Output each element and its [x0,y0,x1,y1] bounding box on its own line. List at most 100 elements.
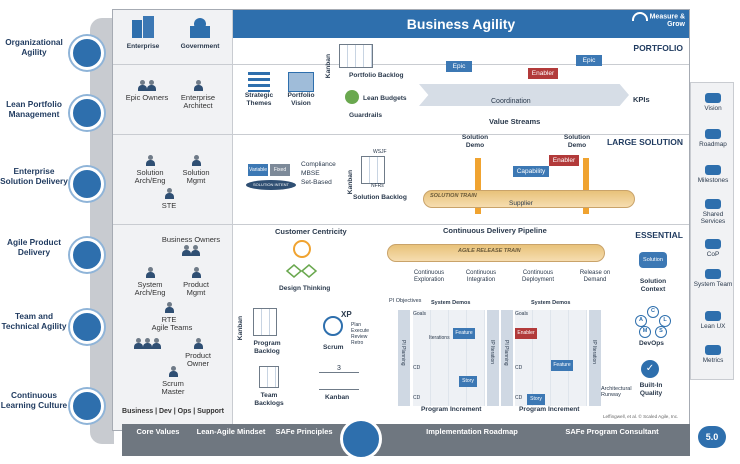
team-gear-icon [70,310,104,344]
divider-portfolio [113,64,689,65]
portfolio-backlog[interactable]: Portfolio Backlog [349,72,404,79]
enterprise-building-icon [132,16,154,38]
competency-continuous-learning-culture[interactable]: Continuous Learning Culture [0,385,110,445]
spanning-roadmap[interactable]: Roadmap [691,129,735,148]
team-backlog-board[interactable] [259,366,279,388]
enabler-tag[interactable]: Enabler [528,68,558,79]
solution-demo-2[interactable]: Solution Demo [563,134,591,149]
lean-agile-leadership-icon [340,418,382,460]
scrum-label[interactable]: Scrum [323,344,344,351]
program-backlog[interactable]: Program Backlog [253,340,281,355]
xp-label[interactable]: XP [341,310,352,319]
roles-column: Enterprise Government Epic Owners Enterp… [113,10,233,430]
portfolio-vision-icon [288,72,314,92]
milestone-marker-1 [475,158,481,214]
enterprise-block[interactable]: Enterprise [125,16,161,51]
ip-iteration-column-1 [487,310,499,406]
competency-rail [90,18,114,444]
page-title: Business Agility [406,16,516,32]
footer-lean-agile-mindset[interactable]: Lean-Agile Mindset [196,427,266,436]
competency-label: Agile Product Delivery [7,237,61,257]
design-thinking[interactable]: Design Thinking [279,285,331,292]
footer-core-values[interactable]: Core Values [136,427,180,436]
competency-label: Enterprise Solution Delivery [0,166,68,186]
agile-team-group [127,338,167,352]
solution-backlog-board[interactable] [361,156,385,184]
cd-2: CD [413,395,421,401]
role-product-owner: Product Owner [175,338,221,369]
spanning-metrics[interactable]: Metrics [691,345,735,364]
spanning-shared-services[interactable]: Shared Services [691,199,735,225]
continuous-exploration[interactable]: Continuous Exploration [413,270,445,283]
competency-label: Lean Portfolio Management [6,99,62,119]
continuous-deployment[interactable]: Continuous Deployment [521,270,554,283]
solution-intent-label: SOLUTION INTENT [246,180,296,190]
cdp-title: Continuous Delivery Pipeline [443,226,547,235]
scrum-steps: Plan Execute Review Retro [351,322,370,346]
lean-budgets-icon [345,90,359,104]
story-tag-1[interactable]: Story [459,376,477,387]
solution-demo-1[interactable]: Solution Demo [461,134,489,149]
release-on-demand[interactable]: Release on Demand [579,270,611,283]
solution-kanban-label: Kanban [347,170,354,195]
spanning-cop[interactable]: CoP [691,239,735,258]
solution-wsjf-label: WSJF [373,149,387,155]
portfolio-kanban-board[interactable] [339,44,373,68]
devops-label[interactable]: DevOps [639,340,664,347]
value-stream-chevron-1 [419,84,497,106]
solution-enabler-tag[interactable]: Enabler [549,155,579,166]
epic-tag-2[interactable]: Epic [576,55,602,66]
metrics-icon [705,345,721,355]
competency-label: Continuous Learning Culture [0,390,68,410]
learning-icon [70,389,104,423]
people-network-icon [70,36,104,70]
competency-organizational-agility[interactable]: Organizational Agility [0,28,110,88]
customer-centricity[interactable]: Customer Centricity [275,227,347,236]
pi-planning-column-1 [398,310,410,406]
solution-context[interactable]: Solution Context [639,278,667,293]
feature-tag-1[interactable]: Feature [453,328,475,339]
role-enterprise-architect: Enterprise Architect [173,80,223,111]
footer-implementation-roadmap[interactable]: Implementation Roadmap [426,427,518,436]
essential-enabler-tag[interactable]: Enabler [515,328,537,339]
portfolio-kanban-label: Kanban [325,54,332,79]
solution-backlog[interactable]: Solution Backlog [353,194,407,201]
role-scrum-master: Scrum Master [151,366,195,397]
footer-spc[interactable]: SAFe Program Consultant [565,427,659,436]
kanban-label[interactable]: Kanban [325,394,350,401]
solution-intent[interactable]: Variable Fixed SOLUTION INTENT [246,160,298,194]
portfolio-vision[interactable]: Portfolio Vision [281,72,321,107]
spanning-vision[interactable]: Vision [691,93,735,112]
measure-grow-link[interactable]: Measure & Grow [619,12,685,29]
feature-tag-2[interactable]: Feature [551,360,573,371]
footer-safe-principles[interactable]: SAFe Principles [275,427,333,436]
spanning-milestones[interactable]: Milestones [691,165,735,184]
capability-tag[interactable]: Capability [513,166,549,177]
kpis-label: KPIs [633,95,650,104]
kanban-board-icon: 3 [319,365,359,390]
pi-objectives: PI Objectives [389,298,422,304]
system-demos-1: System Demos [431,300,471,306]
copyright-text: Leffingwell, et al. © Scaled Agile, Inc. [603,414,679,419]
role-solution-arch: Solution Arch/Eng [125,155,175,186]
divider-solution [113,134,689,135]
architectural-runway: Architectural Runway [601,386,632,399]
art-label: AGILE RELEASE TRAIN [458,248,521,254]
competency-enterprise-solution-delivery[interactable]: Enterprise Solution Delivery [0,165,110,225]
epic-tag-1[interactable]: Epic [446,61,472,72]
competency-lean-portfolio-management[interactable]: Lean Portfolio Management [0,94,110,154]
solution-box[interactable]: Solution [639,252,667,268]
program-backlog-board[interactable] [253,308,277,336]
lean-budgets[interactable]: Lean Budgets [363,95,407,102]
built-in-quality[interactable]: Built-In Quality [639,382,663,397]
continuous-integration[interactable]: Continuous Integration [465,270,497,283]
government-block[interactable]: Government [175,16,225,51]
competency-agile-product-delivery[interactable]: Agile Product Delivery [0,236,110,296]
pi-planning-column-2 [501,310,513,406]
team-backlogs[interactable]: Team Backlogs [254,392,284,407]
spanning-lean-ux[interactable]: Lean UX [691,311,735,330]
competency-team-technical-agility[interactable]: Team and Technical Agility [0,308,110,368]
story-tag-2[interactable]: Story [527,394,545,405]
strategic-themes[interactable]: Strategic Themes [239,72,279,107]
spanning-system-team[interactable]: System Team [691,269,735,288]
